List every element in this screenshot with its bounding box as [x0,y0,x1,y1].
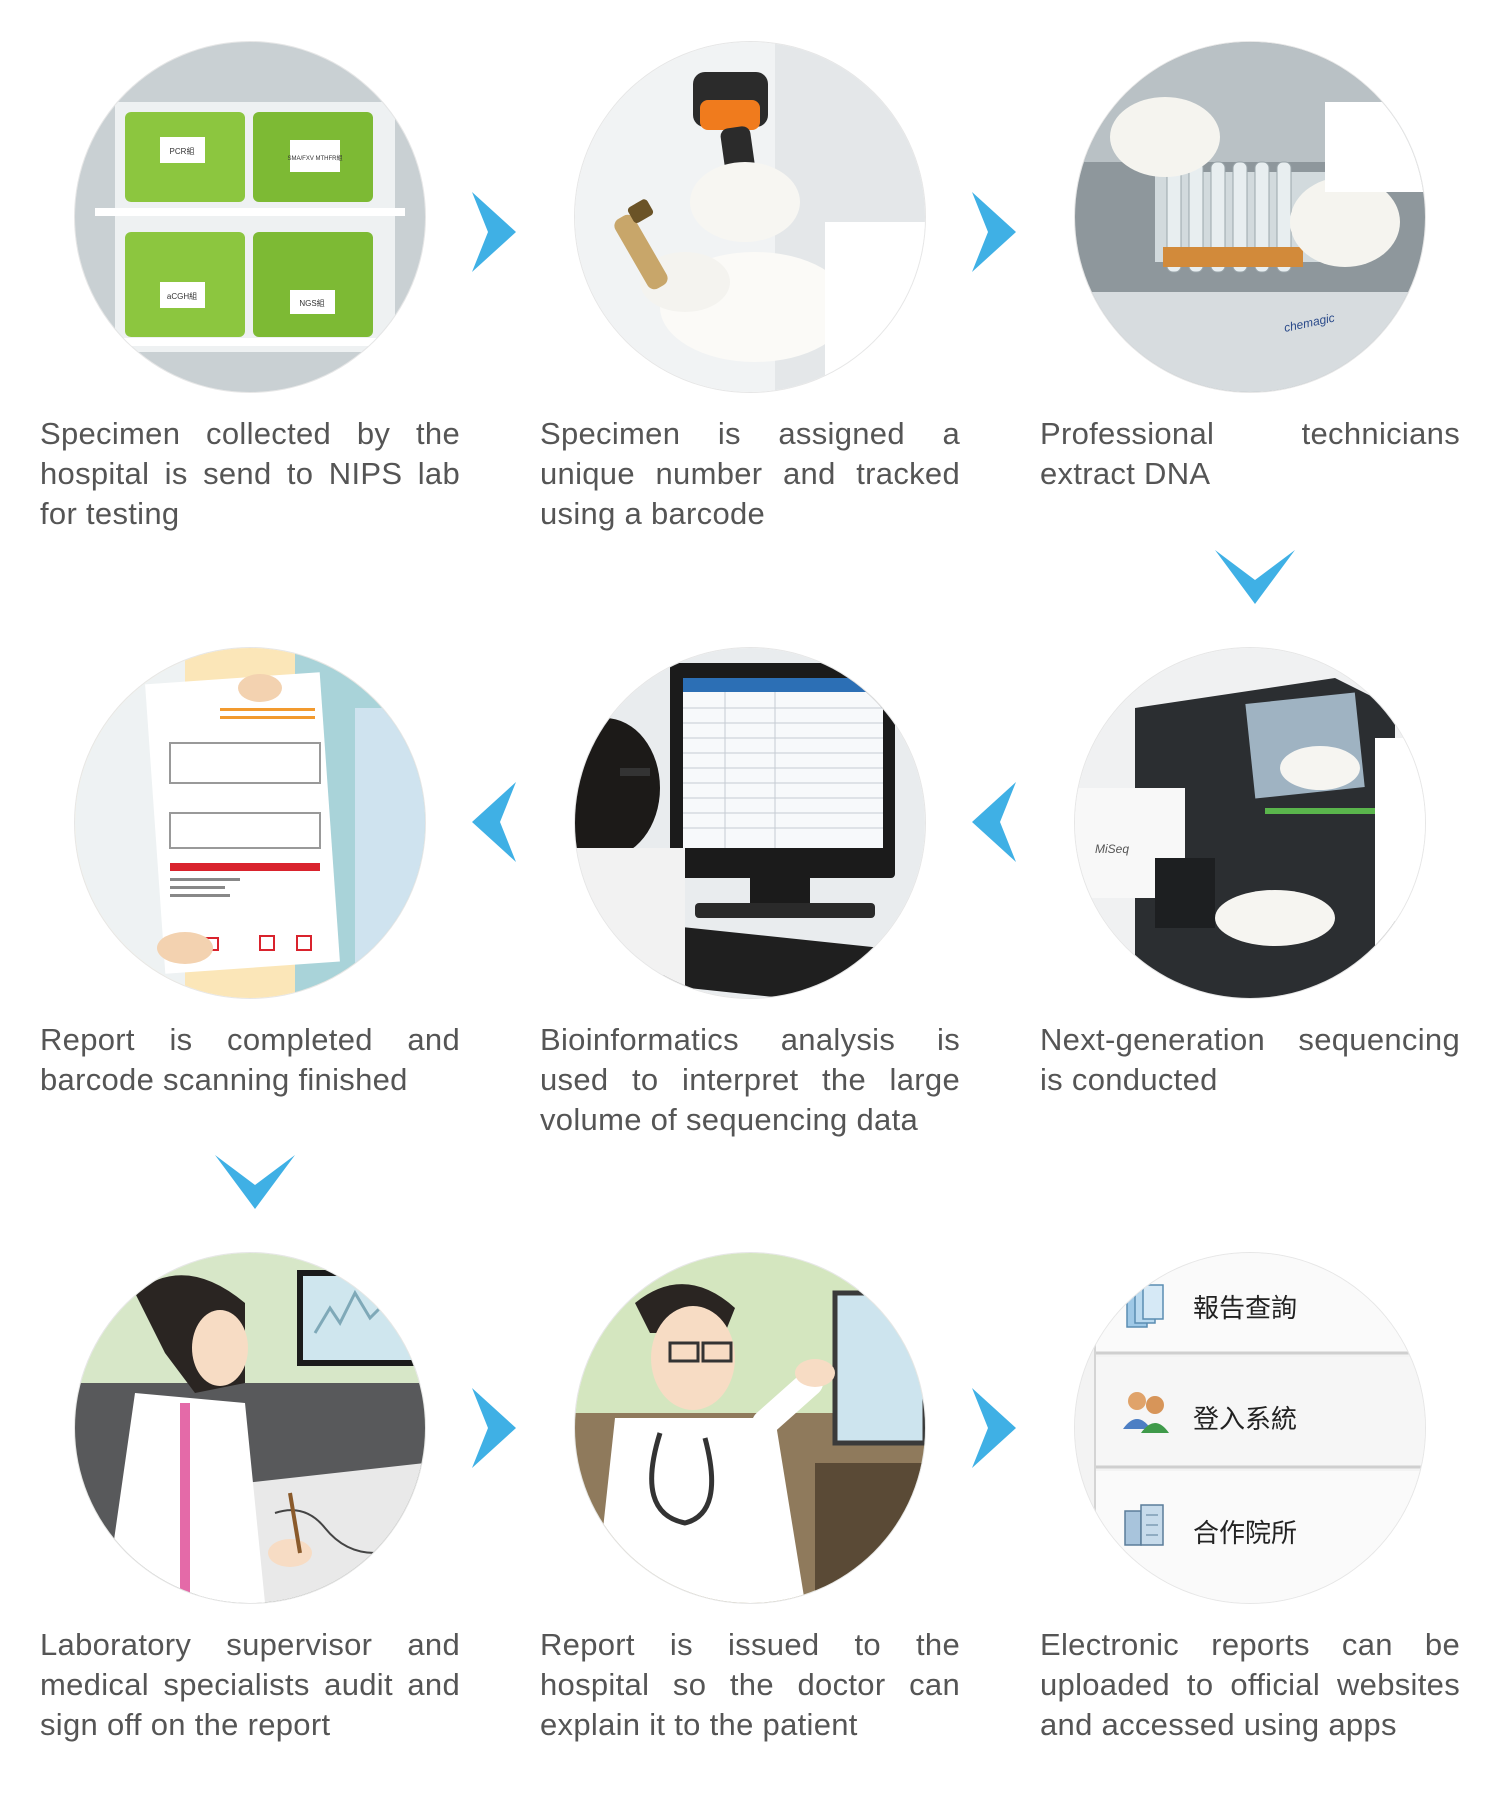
arrow-right-icon [972,192,1016,272]
building-icon [1124,1504,1164,1546]
step-6-illustration [75,648,425,998]
bin-label-sma: SMA/FXV MTHFR組 [288,154,343,162]
bin-label-ngs: NGS組 [299,298,324,308]
arrow-down-icon [215,1155,295,1209]
menu-item-login-system[interactable]: 登入系統 [1193,1405,1297,1435]
menu-item-report-query[interactable]: 報告查詢 [1193,1294,1297,1324]
step-2-photo [575,42,925,392]
step-9-app-screen: 報告查詢 登入系統 合作院所 [1075,1253,1425,1603]
bin-label-pcr: PCR組 [170,146,195,156]
documents-icon [1126,1284,1164,1328]
step-8-caption: Report is issued to the hospital so the … [540,1627,960,1742]
arrow-down-icon [1215,550,1295,604]
step-3-photo: chemagic [1075,42,1425,392]
step-9-caption: Electronic reports can be uploaded to of… [1040,1627,1460,1742]
step-2-caption: Specimen is assigned a unique number and… [540,416,960,531]
step-4-caption: Next-generation sequencing is conducted [1040,1022,1460,1097]
arrow-left-icon [472,782,516,862]
step-1-caption: Specimen collected by the hospital is se… [40,416,460,531]
arrow-right-icon [472,192,516,272]
arrow-left-icon [972,782,1016,862]
step-5-caption: Bioinformatics analysis is used to inter… [540,1022,960,1137]
step-5-photo [575,648,925,998]
svg-text:MiSeq: MiSeq [1095,842,1129,856]
step-7-illustration [75,1253,425,1603]
step-1-photo: PCR組 SMA/FXV MTHFR組 aCGH組 NGS組 [75,42,425,392]
users-icon [1123,1392,1169,1433]
step-7-caption: Laboratory supervisor and medical specia… [40,1627,460,1742]
bin-label-acgh: aCGH組 [167,291,197,301]
step-6-caption: Report is completed and barcode scanning… [40,1022,460,1097]
step-8-illustration [575,1253,925,1603]
step-3-caption: Professional technicians extract DNA [1040,416,1460,491]
arrow-right-icon [972,1388,1016,1468]
step-4-photo: MiSeq [1075,648,1425,998]
menu-item-partner-clinics[interactable]: 合作院所 [1193,1519,1297,1549]
arrow-right-icon [472,1388,516,1468]
